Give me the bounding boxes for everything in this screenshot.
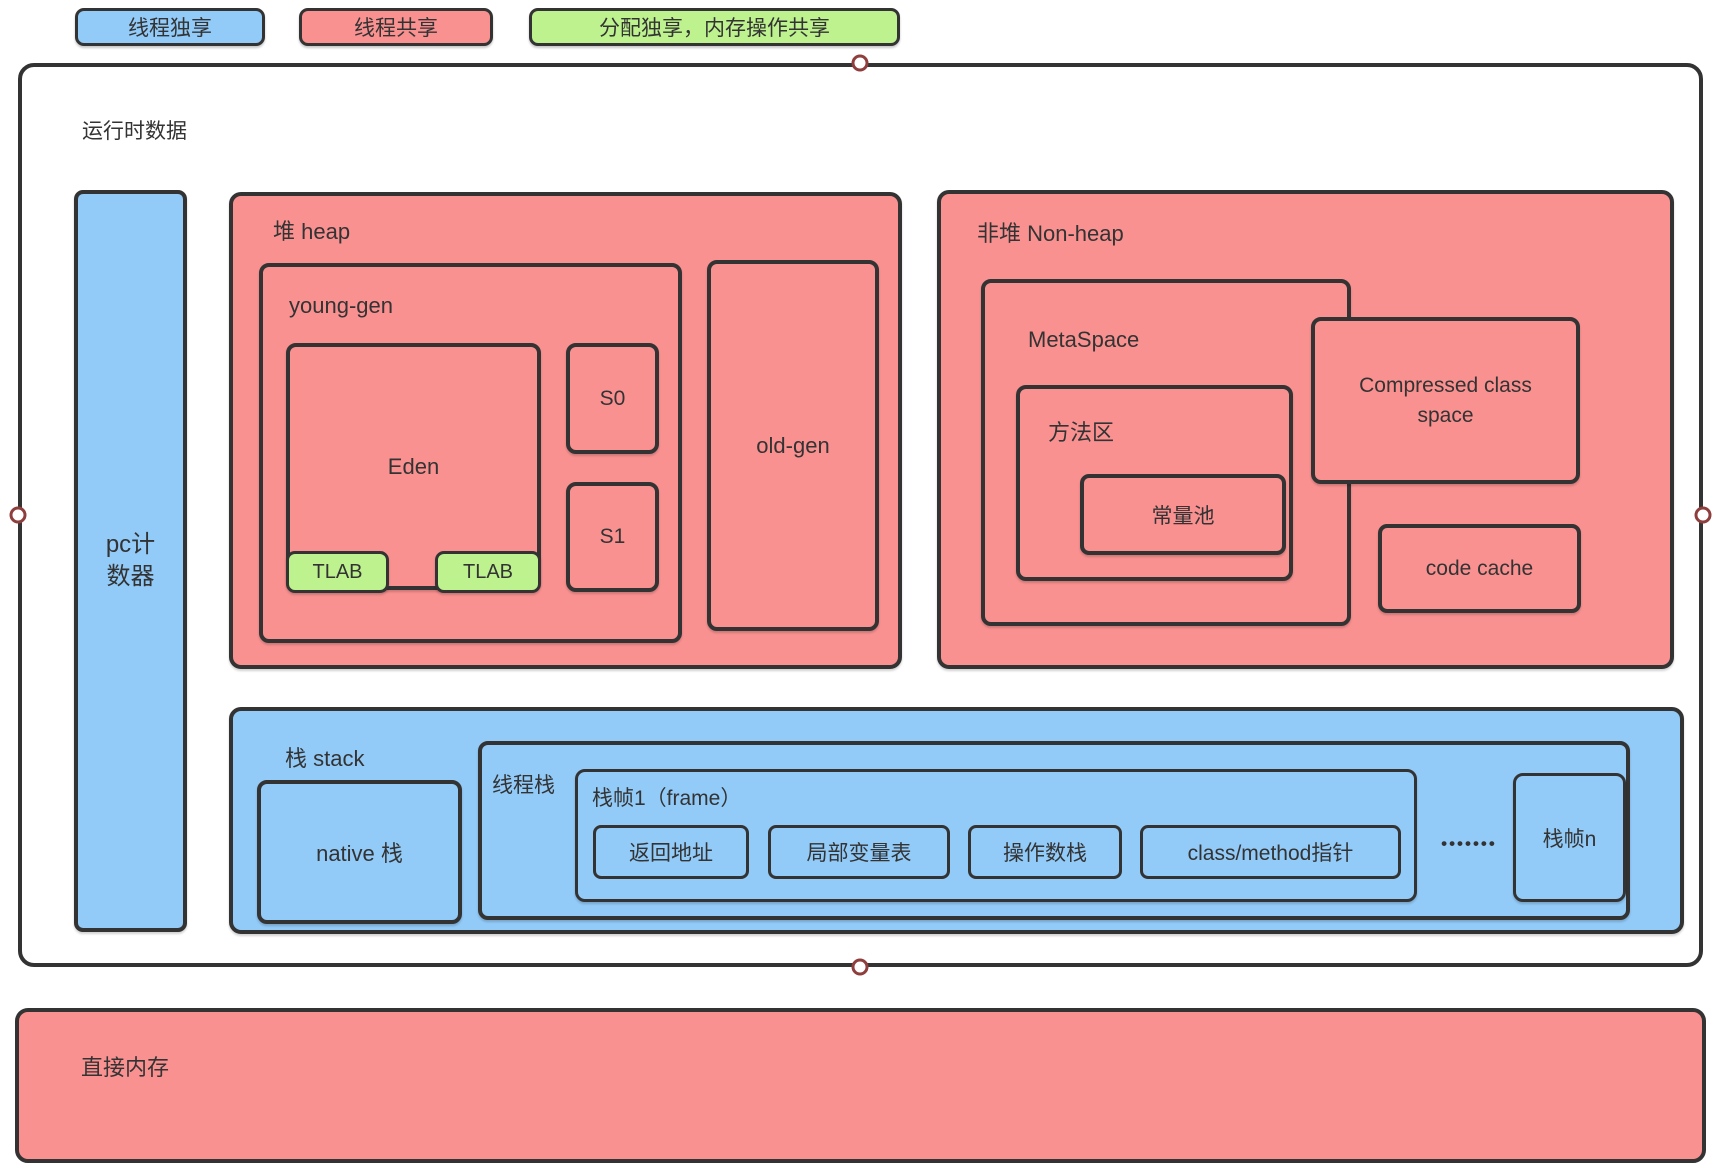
young-gen-box: young-gen Eden TLAB TLAB S0 S1 [259,263,682,643]
native-stack-label: native 栈 [316,841,403,866]
eden-box: Eden [286,343,541,590]
stack-box: 栈 stack native 栈 线程栈 栈帧1（frame） 返回地址 局部变… [229,707,1684,934]
frame-slot-class-method-pointer: class/method指针 [1140,825,1401,879]
method-area-title: 方法区 [1048,420,1115,445]
pc-counter-box: pc计 数器 [74,190,187,932]
survivor-0-label: S0 [599,386,626,410]
eden-label: Eden [387,453,440,479]
legend-thread-exclusive-label: 线程独享 [128,17,212,40]
stack-frame-1-box: 栈帧1（frame） 返回地址 局部变量表 操作数栈 class/method指… [575,769,1417,902]
direct-memory-title: 直接内存 [81,1055,170,1080]
method-area-box: 方法区 常量池 [1016,385,1293,581]
thread-stack-title: 线程栈 [492,774,555,797]
survivor-1-box: S1 [566,482,659,592]
tlab-label-2: TLAB [462,560,514,583]
stack-title: 栈 stack [285,746,365,771]
pc-counter-label-line1: pc计 [105,530,156,558]
old-gen-label: old-gen [756,432,830,458]
constant-pool-label: 常量池 [1151,504,1215,528]
survivor-0-box: S0 [566,343,659,454]
legend-thread-shared-label: 线程共享 [354,17,438,40]
metaspace-title: MetaSpace [1028,327,1140,352]
compressed-class-space-box: Compressed class space [1311,317,1580,484]
frame-slot-local-variables: 局部变量表 [768,825,950,879]
legend-thread-exclusive: 线程独享 [75,8,265,46]
old-gen-box: old-gen [707,260,879,631]
pc-counter-label-line2: 数器 [106,563,155,590]
runtime-data-container: 运行时数据 pc计 数器 堆 heap young-gen Eden TLAB … [18,63,1703,967]
tlab-label-1: TLAB [312,560,363,583]
frame-slot-operand-stack: 操作数栈 [968,825,1122,879]
constant-pool-box: 常量池 [1080,474,1286,555]
heap-box: 堆 heap young-gen Eden TLAB TLAB S0 S1 [229,192,902,669]
compressed-class-space-label: Compressed class space [1359,374,1532,427]
runtime-data-title: 运行时数据 [82,120,187,143]
frame-slot-return-address: 返回地址 [593,825,749,879]
connector-dot-left [9,506,27,524]
legend-thread-shared: 线程共享 [299,8,493,46]
survivor-1-label: S1 [599,525,626,548]
non-heap-box: 非堆 Non-heap MetaSpace 方法区 常量池 Compressed… [937,190,1674,669]
non-heap-title: 非堆 Non-heap [977,221,1124,246]
tlab-box-1: TLAB [286,551,389,593]
stack-frame-1-title: 栈帧1（frame） [592,787,742,810]
code-cache-label: code cache [1425,556,1534,580]
stack-frame-n-box: 栈帧n [1513,773,1626,902]
legend-alloc-shared: 分配独享，内存操作共享 [529,8,900,46]
connector-dot-top [851,54,869,72]
metaspace-box: MetaSpace 方法区 常量池 [981,279,1351,626]
frames-ellipsis: ••••••• [1441,834,1497,853]
legend-alloc-shared-label: 分配独享，内存操作共享 [599,17,830,40]
tlab-box-2: TLAB [435,551,541,593]
thread-stack-box: 线程栈 栈帧1（frame） 返回地址 局部变量表 操作数栈 class/met… [478,741,1630,920]
young-gen-title: young-gen [289,293,393,318]
stack-frame-n-label: 栈帧n [1542,827,1597,851]
direct-memory-box: 直接内存 [15,1008,1706,1163]
pc-counter-label: pc计 数器 [106,529,155,594]
connector-dot-bottom [851,958,869,976]
connector-dot-right [1694,506,1712,524]
code-cache-box: code cache [1378,524,1581,613]
heap-title: 堆 heap [273,219,351,244]
native-stack-box: native 栈 [257,780,462,924]
